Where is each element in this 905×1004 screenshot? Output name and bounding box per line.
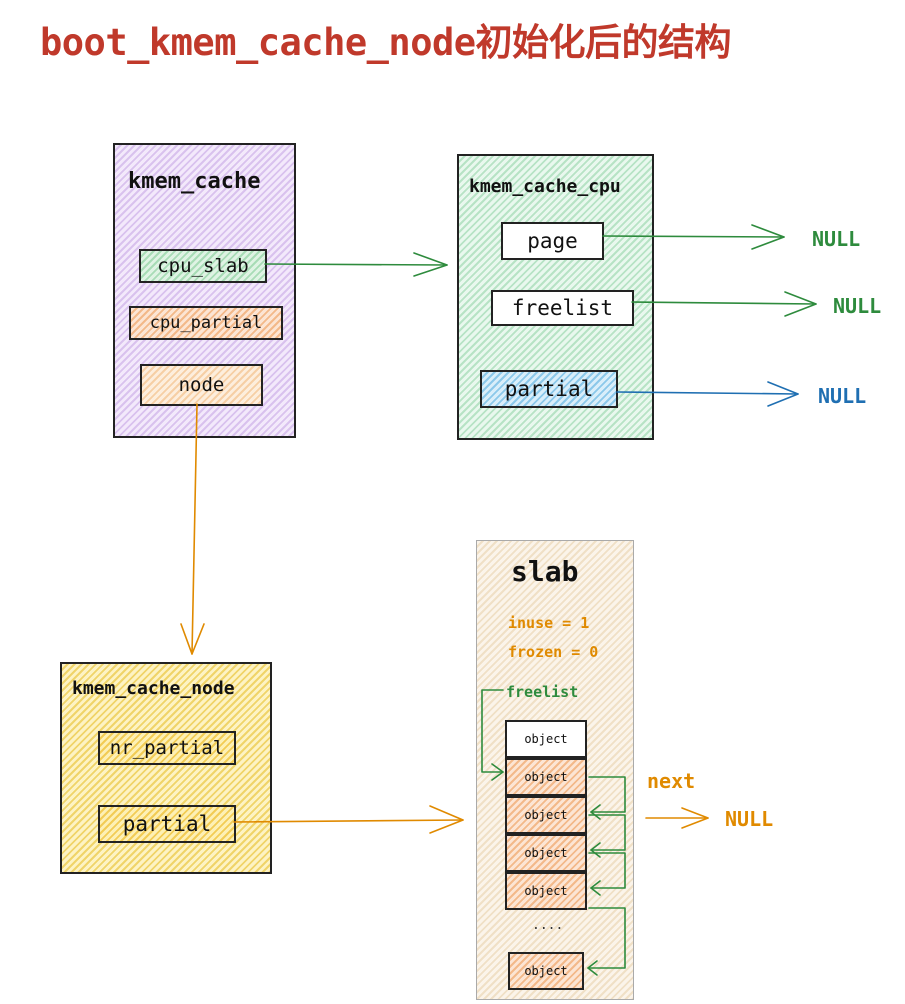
arrow-right-icon — [602, 224, 785, 250]
arrow-right-icon — [616, 381, 799, 407]
cpu-slab-field[interactable]: cpu_slab — [139, 249, 267, 283]
slab-label: slab — [511, 555, 579, 588]
slab-freelist-label: freelist — [506, 683, 579, 701]
slab-ellipsis: .... — [532, 918, 564, 933]
page-null: NULL — [812, 227, 861, 251]
arrow-down-icon — [180, 403, 205, 655]
nr-partial-field[interactable]: nr_partial — [98, 731, 236, 765]
kmem-cache-cpu-box: kmem_cache_cpu page freelist partial — [457, 154, 654, 440]
kmem-cache-node-label: kmem_cache_node — [72, 678, 235, 699]
freelist-loop-arrow — [481, 689, 504, 781]
slab-object[interactable]: object — [505, 834, 587, 872]
cpu-partial-field[interactable]: cpu_partial — [129, 306, 283, 340]
page-field[interactable]: page — [501, 222, 604, 260]
slab-object[interactable]: object — [505, 796, 587, 834]
slab-object[interactable]: object — [508, 952, 584, 990]
kmem-cache-label: kmem_cache — [128, 169, 261, 194]
node-partial-field[interactable]: partial — [98, 805, 236, 843]
slab-frozen: frozen = 0 — [508, 643, 599, 661]
arrow-right-icon — [645, 807, 709, 829]
kmem-cache-cpu-label: kmem_cache_cpu — [469, 176, 621, 197]
partial-null: NULL — [818, 384, 867, 408]
partial-field[interactable]: partial — [480, 370, 618, 408]
slab-object[interactable]: object — [505, 720, 587, 758]
slab-inuse: inuse = 1 — [508, 614, 590, 632]
slab-object[interactable]: object — [505, 758, 587, 796]
page-title: boot_kmem_cache_node初始化后的结构 — [40, 21, 732, 64]
kmem-cache-node-box: kmem_cache_node nr_partial partial — [60, 662, 272, 874]
arrow-right-icon — [631, 291, 817, 317]
slab-object[interactable]: object — [505, 872, 587, 910]
freelist-null: NULL — [833, 294, 882, 318]
next-null: NULL — [725, 807, 774, 831]
arrow-right-icon — [233, 805, 464, 834]
arrow-right-icon — [264, 252, 448, 277]
kmem-cache-box: kmem_cache cpu_slab cpu_partial node — [113, 143, 296, 438]
freelist-field[interactable]: freelist — [491, 290, 634, 326]
object-chain-arrows — [587, 776, 626, 976]
node-field[interactable]: node — [140, 364, 263, 406]
next-label: next — [647, 769, 696, 793]
